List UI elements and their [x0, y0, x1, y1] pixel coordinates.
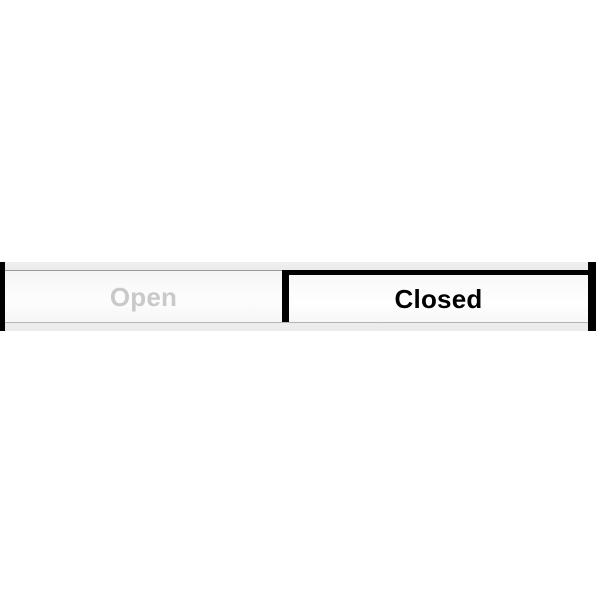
- control-top-strip: [5, 262, 588, 270]
- segmented-control[interactable]: Open Closed: [0, 262, 596, 331]
- segment-open[interactable]: Open: [5, 271, 282, 322]
- segment-open-label: Open: [109, 281, 178, 312]
- segment-row: Open Closed: [5, 270, 588, 322]
- segment-closed[interactable]: Closed: [282, 270, 588, 322]
- segment-closed-label: Closed: [394, 283, 483, 314]
- control-bottom-strip: [5, 322, 588, 331]
